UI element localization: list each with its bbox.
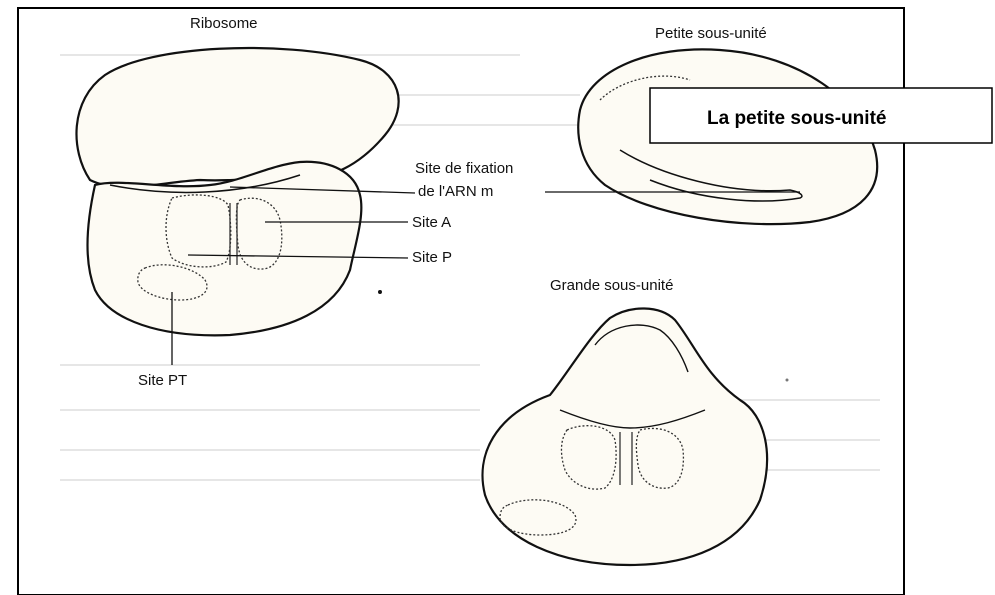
- label-ribosome: Ribosome: [190, 15, 258, 32]
- callout-text: La petite sous-unité: [707, 108, 886, 129]
- label-small-subunit: Petite sous-unité: [655, 25, 767, 42]
- ink-speck: [786, 379, 789, 382]
- label-site-p: Site P: [412, 249, 452, 266]
- label-large-subunit: Grande sous-unité: [550, 277, 673, 294]
- ink-speck: [378, 290, 382, 294]
- ribosome-small-subunit: [76, 48, 398, 187]
- label-mrna-site-line2: de l'ARN m: [418, 183, 493, 200]
- label-mrna-site-line1: Site de fixation: [415, 160, 513, 177]
- label-site-pt: Site PT: [138, 372, 187, 389]
- label-site-a: Site A: [412, 214, 451, 231]
